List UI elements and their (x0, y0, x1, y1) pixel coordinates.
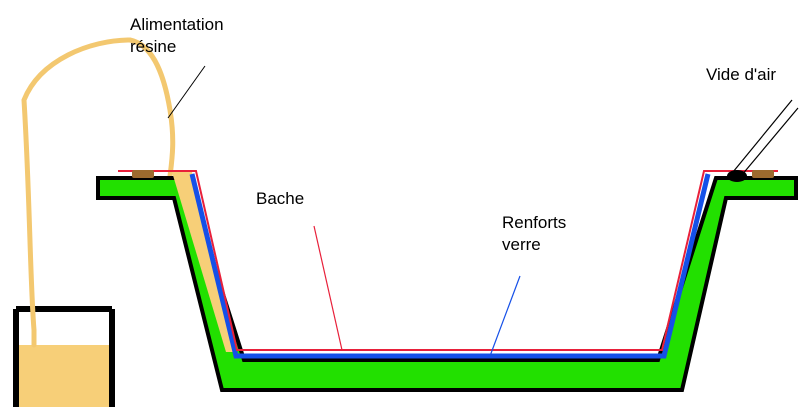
air-vacuum-label: Vide d'air (706, 64, 776, 86)
tarp-label: Bache (256, 188, 304, 210)
glass-reinforcement-label: Renforts verre (502, 212, 566, 256)
vacuum-leader-line-2 (740, 107, 799, 177)
resin-leader-line (167, 65, 206, 119)
tarp-leader-line (313, 225, 343, 351)
tarp-label-text: Bache (256, 189, 305, 208)
mold (96, 176, 798, 392)
air-vacuum-label-text: Vide d'air (706, 65, 777, 84)
glass-reinforcement-layer (189, 173, 711, 359)
glass-reinforcement-label-line-1: Renforts (502, 213, 567, 232)
resin-feed-tube (21, 37, 176, 348)
glass-leader-line (489, 275, 521, 357)
right-seal (752, 170, 774, 178)
glass-reinforcement-label-line-2: verre (502, 235, 541, 254)
resin-feed-label-line-2: résine (130, 37, 177, 56)
vacuum-leader-line-1 (732, 99, 793, 173)
resin-liquid (16, 345, 112, 407)
tarp-line (118, 170, 778, 351)
left-seal (132, 170, 154, 178)
resin-feed-label-line-1: Alimentation (130, 15, 224, 34)
vacuum-port (727, 170, 747, 182)
resin-flow (172, 172, 234, 352)
resin-feed-label: Alimentation résine (130, 14, 224, 58)
